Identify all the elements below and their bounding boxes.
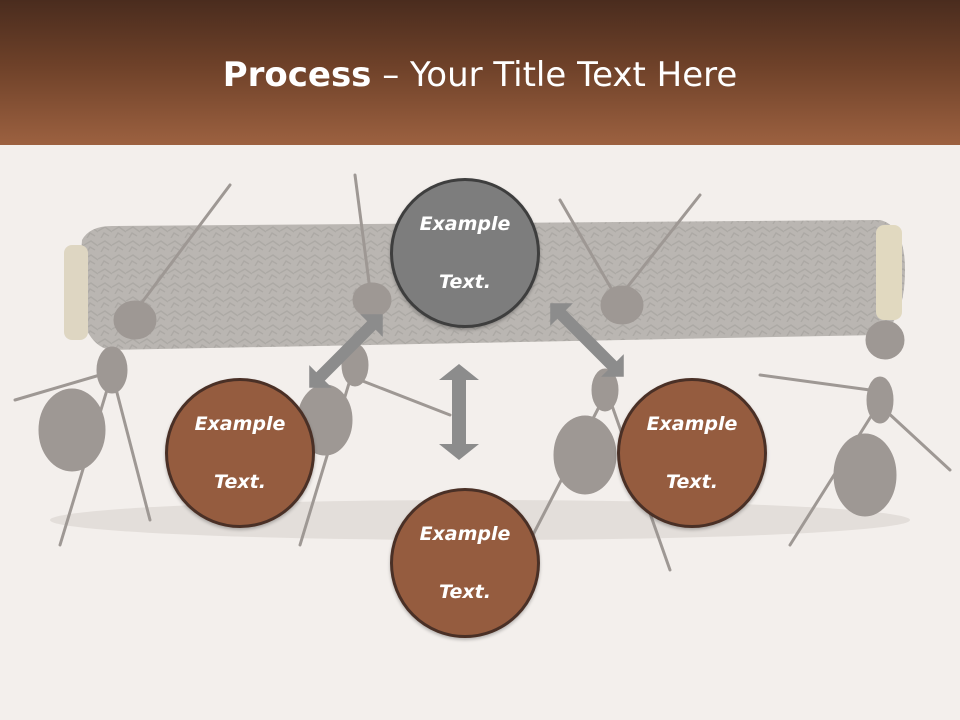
node-label-line1: Example xyxy=(419,522,511,545)
double-arrow-icon xyxy=(550,303,624,377)
double-arrow-icon xyxy=(309,314,383,388)
node-label-line2: Text. xyxy=(439,580,491,603)
slide-title-bold: Process xyxy=(222,55,372,95)
node-label-line2: Text. xyxy=(439,270,491,293)
title-bar xyxy=(0,0,960,145)
double-arrow-icon xyxy=(439,364,479,460)
slide-title-rest: – Your Title Text Here xyxy=(371,55,738,95)
node-label-line1: Example xyxy=(419,212,511,235)
node-label-line1: Example xyxy=(646,412,738,435)
node-label-line2: Text. xyxy=(214,470,266,493)
slide-title: Process – Your Title Text Here xyxy=(0,52,960,98)
node-label-line2: Text. xyxy=(666,470,718,493)
node-label-line1: Example xyxy=(194,412,286,435)
